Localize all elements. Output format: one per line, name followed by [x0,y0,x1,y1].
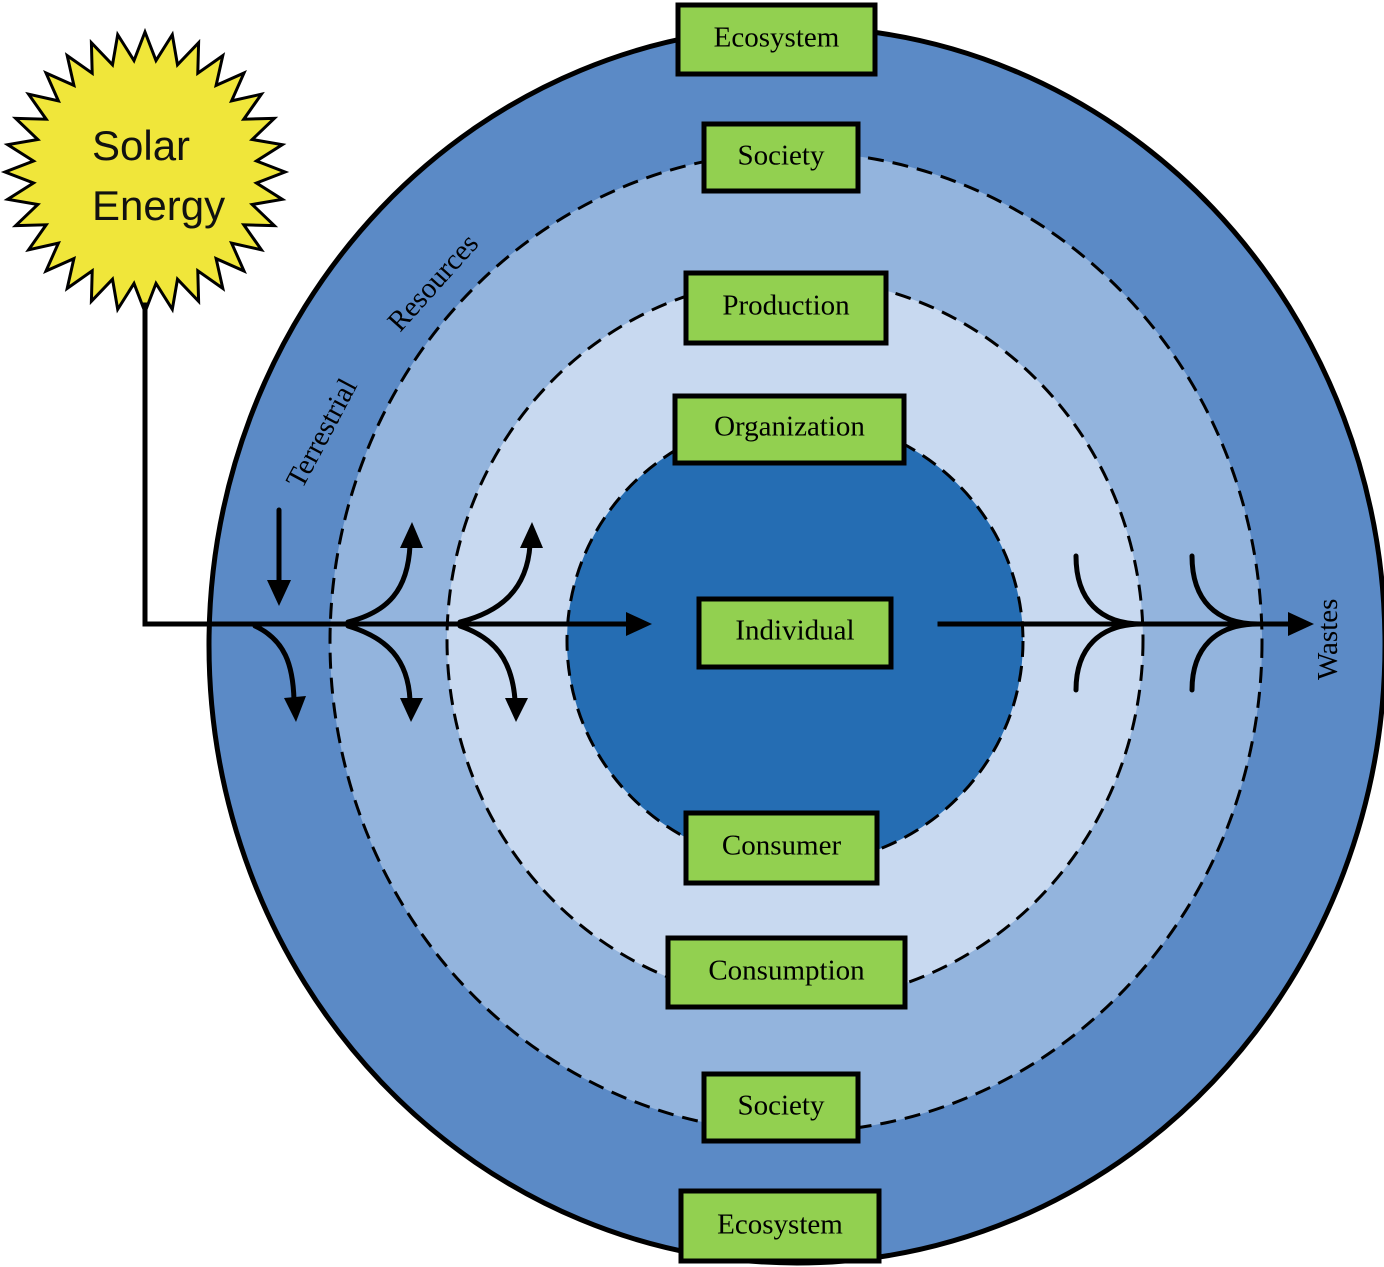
label-individual: Individual [696,596,894,670]
waste-arrowhead [1288,612,1314,636]
sun-label-line2: Energy [92,182,225,229]
waste-merge-down-2 [1189,621,1261,693]
label-ecosystem-bottom: Ecosystem [678,1188,882,1264]
energy-input-path [142,302,652,636]
label-society-bottom-text: Society [738,1090,825,1122]
label-individual-text: Individual [735,615,854,647]
sun-icon [0,27,290,317]
energy-flow-line [142,302,631,627]
wastes-label: Wastes [1312,599,1344,680]
label-ecosystem-top-text: Ecosystem [714,22,840,54]
label-organization: Organization [672,393,907,466]
label-consumption-text: Consumption [708,955,865,987]
flow-arrowhead [626,612,652,636]
label-organization-text: Organization [714,411,865,443]
branch-up-2 [345,542,413,625]
label-consumption: Consumption [665,935,908,1010]
branch-down-1-head [284,696,306,722]
branch-down-1 [252,623,297,703]
label-society-bottom: Society [701,1071,861,1144]
label-society-top: Society [701,121,861,194]
resource-input-arrowhead [267,580,291,606]
branch-down-2 [345,623,413,703]
branch-down-2-head [400,698,423,722]
terrestrial-input-arrow [267,507,291,606]
label-production-text: Production [722,290,850,322]
label-consumer: Consumer [683,810,880,886]
label-ecosystem-top: Ecosystem [675,2,878,77]
label-ecosystem-bottom-text: Ecosystem [717,1209,843,1241]
label-society-top-text: Society [738,140,825,172]
branch-down-3 [457,623,518,703]
solar-energy-sun: Solar Energy [0,27,290,317]
system-labels: Ecosystem Society Production Organizatio… [665,2,908,1264]
branch-down-3-head [505,698,528,722]
label-consumer-text: Consumer [722,830,842,862]
branch-flows [252,522,543,722]
branch-up-3 [457,542,533,625]
waste-merge-down-1 [1073,621,1145,693]
label-production: Production [683,270,889,346]
sun-label-line1: Solar [92,122,190,169]
waste-output-path [937,553,1314,693]
branch-up-2-head [400,522,423,548]
branch-up-3-head [520,522,543,548]
